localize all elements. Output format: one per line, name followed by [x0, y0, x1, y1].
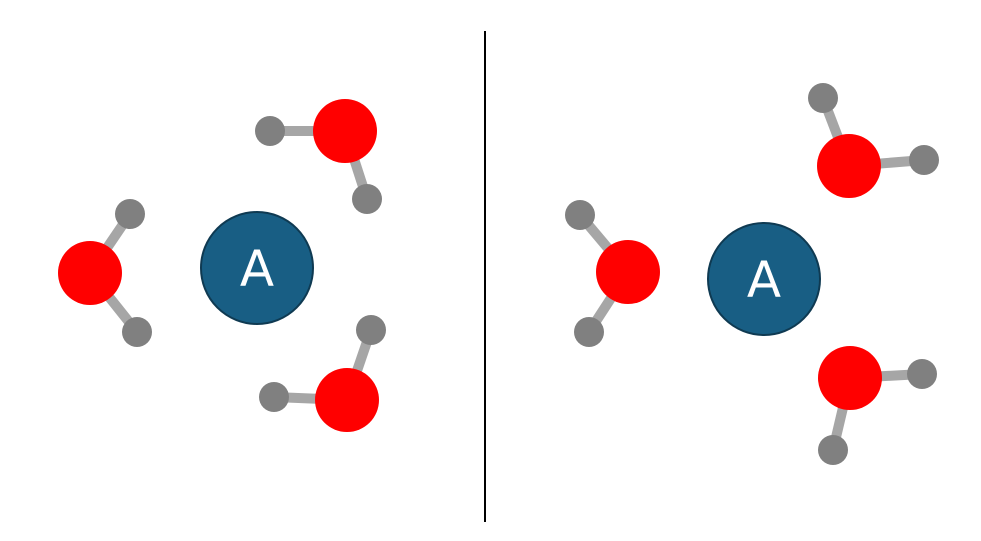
ion-label: A [240, 240, 274, 298]
hydrogen-atom [352, 184, 382, 214]
hydrogen-atom [818, 435, 848, 465]
left-central-ion: A [200, 211, 314, 325]
left-water-molecule-left [58, 199, 152, 347]
ion-circle [200, 211, 314, 325]
hydrogen-atom [909, 145, 939, 175]
hydrogen-atom [122, 317, 152, 347]
ion-circle [707, 222, 821, 336]
hydrogen-atom [907, 359, 937, 389]
left-panel: A [58, 99, 386, 432]
hydrogen-atom [115, 199, 145, 229]
oxygen-atom [596, 240, 660, 304]
right-water-molecule-bottom [818, 346, 937, 465]
oxygen-atom [313, 99, 377, 163]
hydrogen-atom [356, 315, 386, 345]
ion-label: A [747, 251, 781, 309]
oxygen-atom [818, 346, 882, 410]
hydrogen-atom [255, 116, 285, 146]
hydrogen-atom [574, 317, 604, 347]
hydrogen-atom [565, 200, 595, 230]
left-water-molecule-bottom [259, 315, 386, 432]
right-water-molecule-top [808, 83, 939, 198]
right-panel: A [565, 83, 939, 465]
right-water-molecule-left [565, 200, 660, 347]
hydrogen-atom [808, 83, 838, 113]
oxygen-atom [817, 134, 881, 198]
oxygen-atom [315, 368, 379, 432]
right-central-ion: A [707, 222, 821, 336]
hydrogen-atom [259, 382, 289, 412]
left-water-molecule-top [255, 99, 382, 214]
oxygen-atom [58, 241, 122, 305]
